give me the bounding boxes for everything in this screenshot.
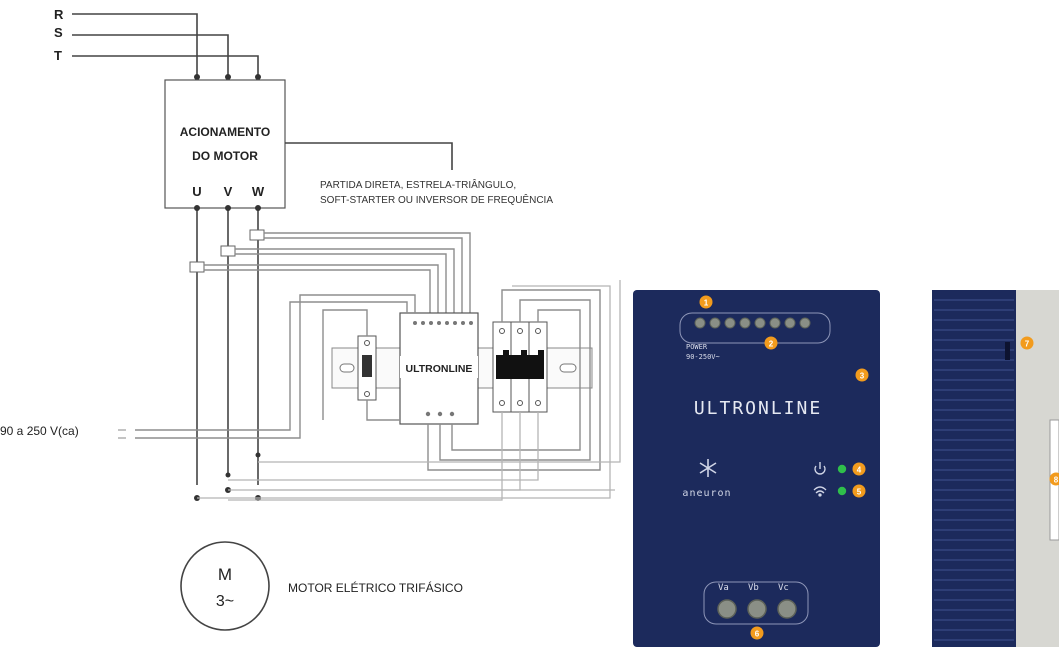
drive-title-line1: ACIONAMENTO — [180, 125, 270, 139]
note-leader-line — [285, 142, 453, 170]
callout-6: 6 — [750, 626, 764, 640]
terminal-w-label: W — [252, 184, 265, 199]
sensor-wires — [204, 232, 471, 318]
callout-5: 5 — [852, 484, 866, 498]
terminal-u-label: U — [192, 184, 201, 199]
panel-wiring — [135, 280, 621, 501]
drive-note-line2: SOFT-STARTER OU INVERSOR DE FREQUÊNCIA — [320, 193, 553, 206]
snowflake-icon — [699, 459, 717, 477]
callout-7: 7 — [1020, 336, 1034, 350]
phase-s-label: S — [54, 25, 63, 40]
supply-wire-terminals — [118, 429, 126, 439]
svg-text:7: 7 — [1025, 340, 1030, 349]
supply-lines — [72, 13, 261, 80]
ultronline-device: ULTRONLINE — [399, 312, 479, 425]
device-side-panel: 7 8 — [932, 290, 1059, 647]
power-status-led — [837, 464, 847, 474]
motor-caption: MOTOR ELÉTRICO TRIFÁSICO — [288, 580, 463, 595]
input-breaker — [357, 335, 377, 401]
voltage-range-label: 90-250V~ — [686, 353, 720, 361]
device-label: ULTRONLINE — [406, 363, 473, 375]
terminal-vb-label: Vb — [748, 583, 759, 593]
drive-note-line1: PARTIDA DIRETA, ESTRELA-TRIÂNGULO, — [320, 178, 516, 191]
svg-text:8: 8 — [1054, 476, 1059, 485]
svg-text:2: 2 — [769, 340, 774, 349]
terminal-v-label: V — [224, 184, 233, 199]
callout-8: 8 — [1049, 472, 1059, 486]
drive-title-line2: DO MOTOR — [192, 149, 258, 163]
callout-4: 4 — [852, 462, 866, 476]
current-sensors — [189, 229, 265, 273]
svg-text:4: 4 — [857, 466, 862, 475]
wifi-status-led — [837, 486, 847, 496]
svg-text:6: 6 — [755, 630, 760, 639]
front-brand-label: ULTRONLINE — [694, 398, 822, 419]
supply-voltage-label: 90 a 250 V(ca) — [0, 424, 79, 438]
callout-3: 3 — [855, 368, 869, 382]
motor-drive-box: ACIONAMENTO DO MOTOR U V W — [164, 79, 286, 209]
terminal-va-label: Va — [718, 583, 729, 593]
motor-symbol: M 3~ — [180, 541, 270, 631]
device-front-panel: POWER 90-250V~ ULTRONLINE aneuron Va Vb … — [633, 290, 880, 647]
callout-1: 1 — [699, 295, 713, 309]
phase-r-label: R — [54, 7, 64, 22]
power-icon — [814, 462, 826, 475]
svg-text:3: 3 — [860, 372, 865, 381]
motor-symbol-phase: 3~ — [216, 593, 234, 610]
maker-label: aneuron — [682, 488, 731, 499]
svg-text:1: 1 — [704, 299, 709, 308]
wifi-icon — [813, 486, 827, 497]
motor-symbol-m: M — [218, 565, 232, 584]
terminal-vc-label: Vc — [778, 583, 789, 593]
power-label: POWER — [686, 343, 708, 351]
svg-text:5: 5 — [857, 488, 862, 497]
callout-2: 2 — [764, 336, 778, 350]
usb-port — [1005, 342, 1010, 360]
output-breaker — [492, 321, 548, 413]
phase-t-label: T — [54, 48, 62, 63]
